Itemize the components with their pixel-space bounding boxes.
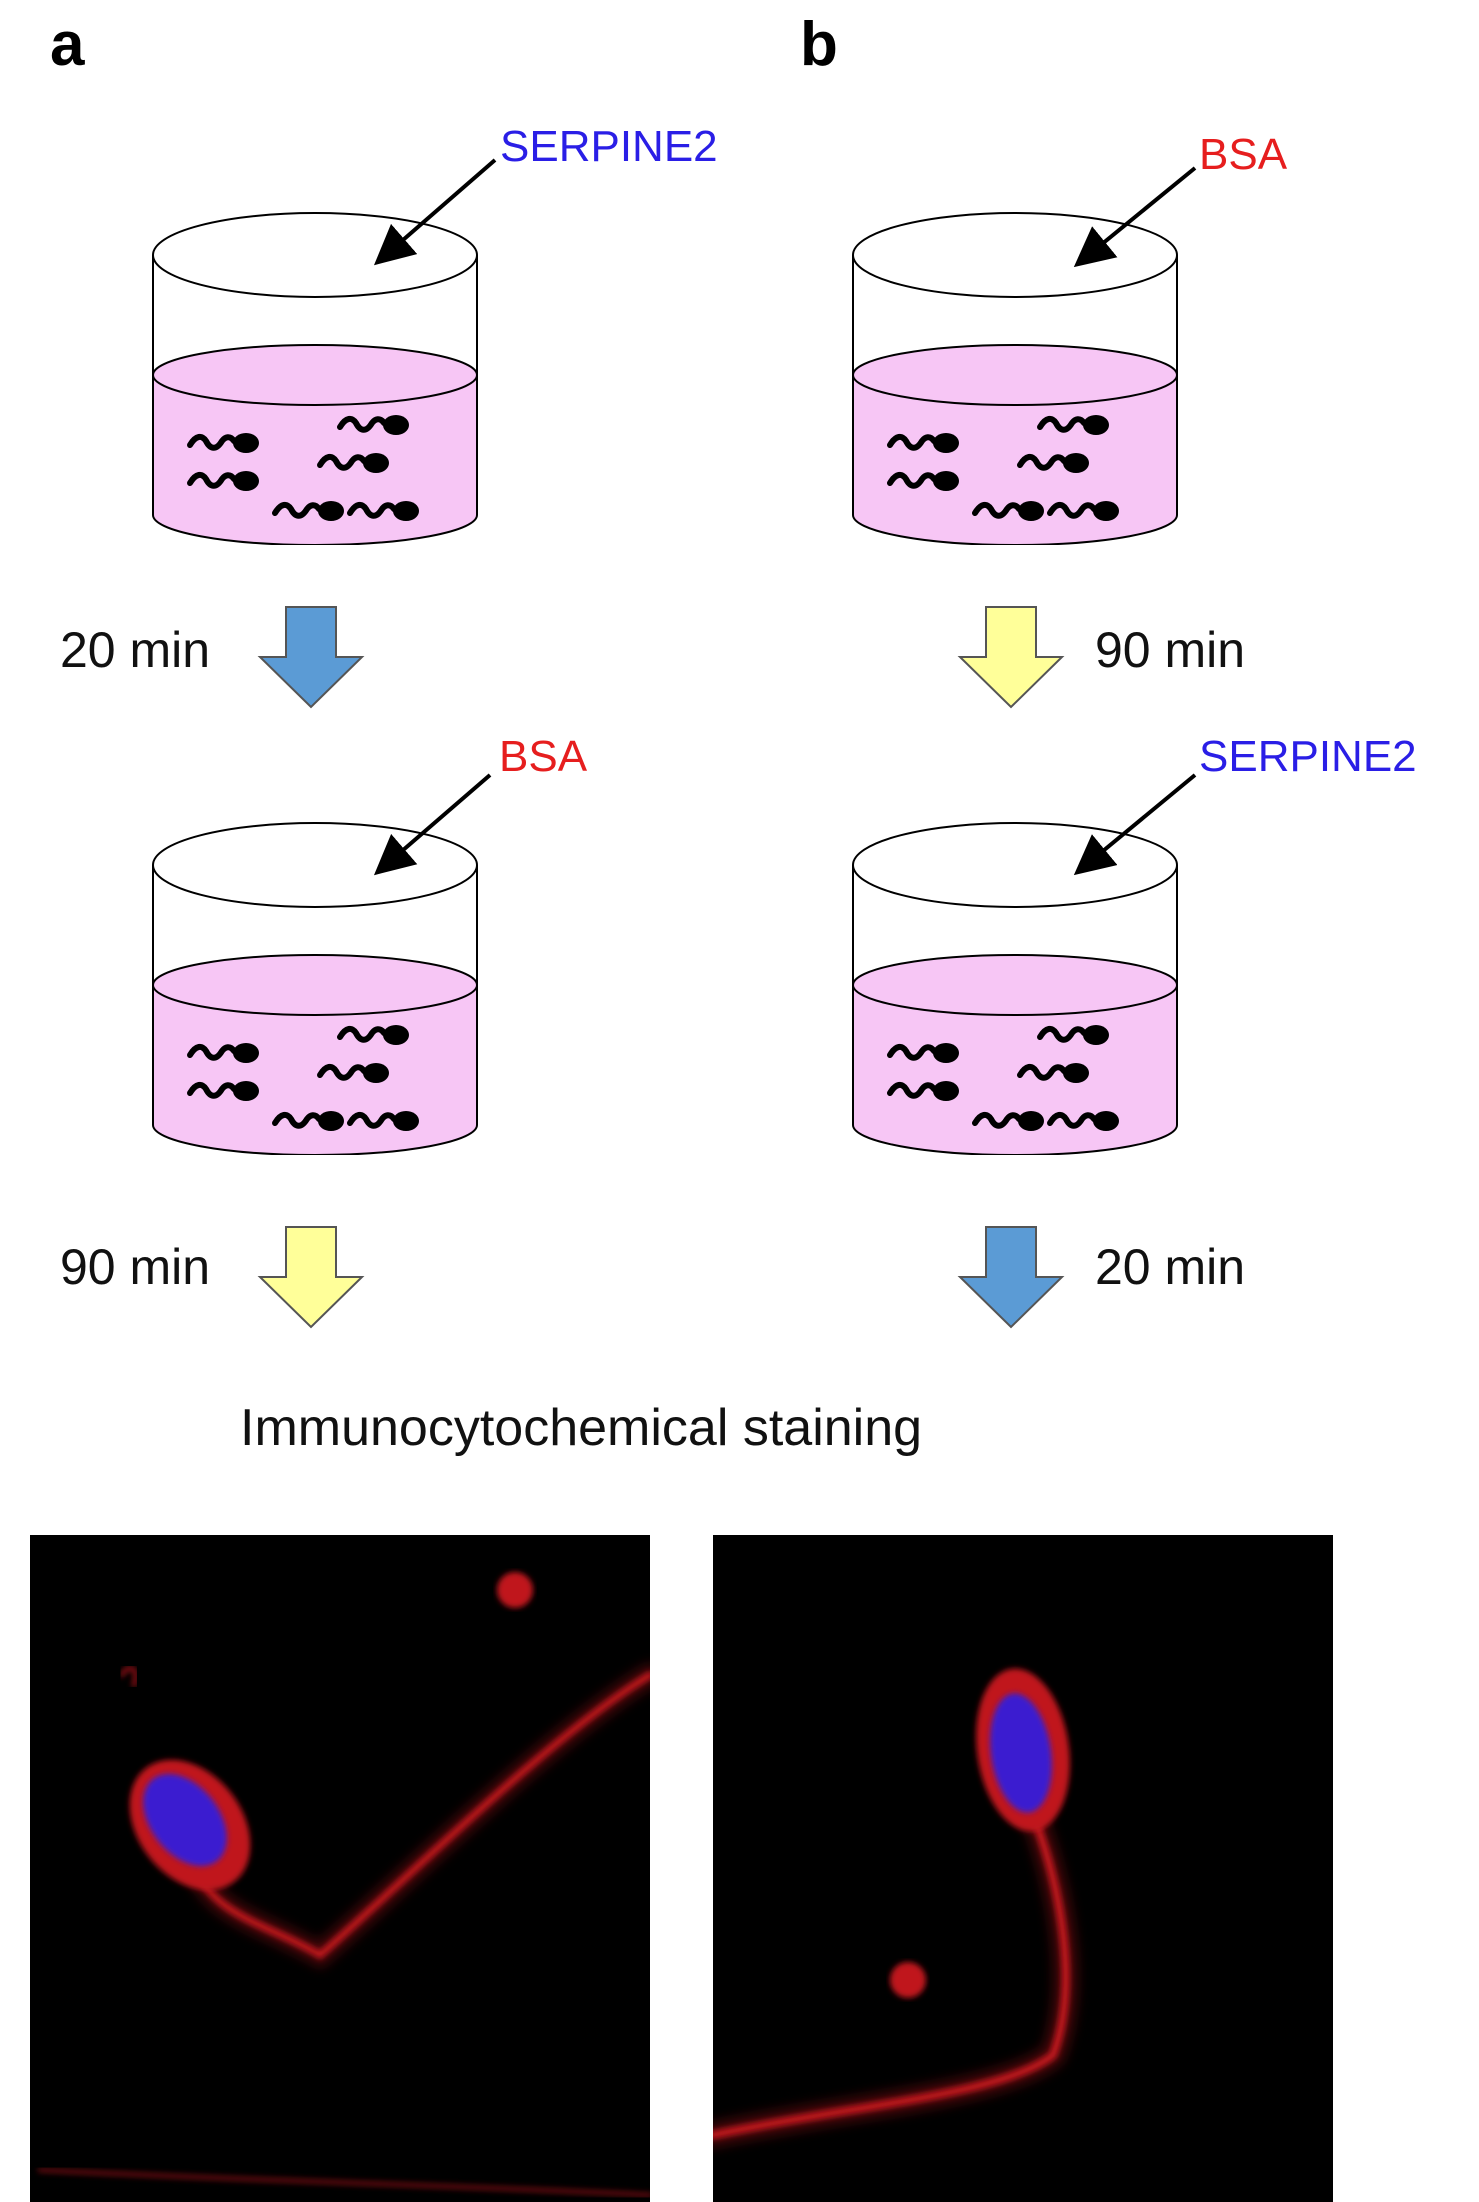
pointer-arrows (373, 158, 1197, 876)
beaker-icon (852, 212, 1178, 545)
pointer-arrow-icon (373, 158, 497, 266)
panel-b-second-reagent-label: SERPINE2 (1199, 732, 1417, 781)
micrograph-b (713, 1535, 1333, 2202)
pointer-arrow-icon (1073, 773, 1197, 876)
panel-a-second-duration: 90 min (60, 1239, 211, 1295)
panel-a-first-duration: 20 min (60, 622, 211, 678)
down-arrow-icon (957, 606, 1065, 709)
pointer-arrow-icon (1073, 166, 1197, 268)
panel-a-first-reagent-label: SERPINE2 (500, 122, 718, 171)
down-arrow-icon (957, 1226, 1065, 1329)
pointer-arrow-icon (373, 773, 492, 876)
panel-b-second-duration: 20 min (1095, 1239, 1246, 1295)
final-step-caption: Immunocytochemical staining (240, 1399, 923, 1457)
panel-a-letter: a (50, 10, 85, 79)
panel-a-second-reagent-label: BSA (499, 732, 588, 781)
down-arrow-icon (257, 1226, 365, 1329)
panel-b-first-duration: 90 min (1095, 622, 1246, 678)
panel-b-first-reagent-label: BSA (1199, 130, 1288, 179)
panel-b-letter: b (800, 10, 838, 79)
micrograph-a (30, 1535, 650, 2202)
down-arrow-icon (257, 606, 365, 709)
